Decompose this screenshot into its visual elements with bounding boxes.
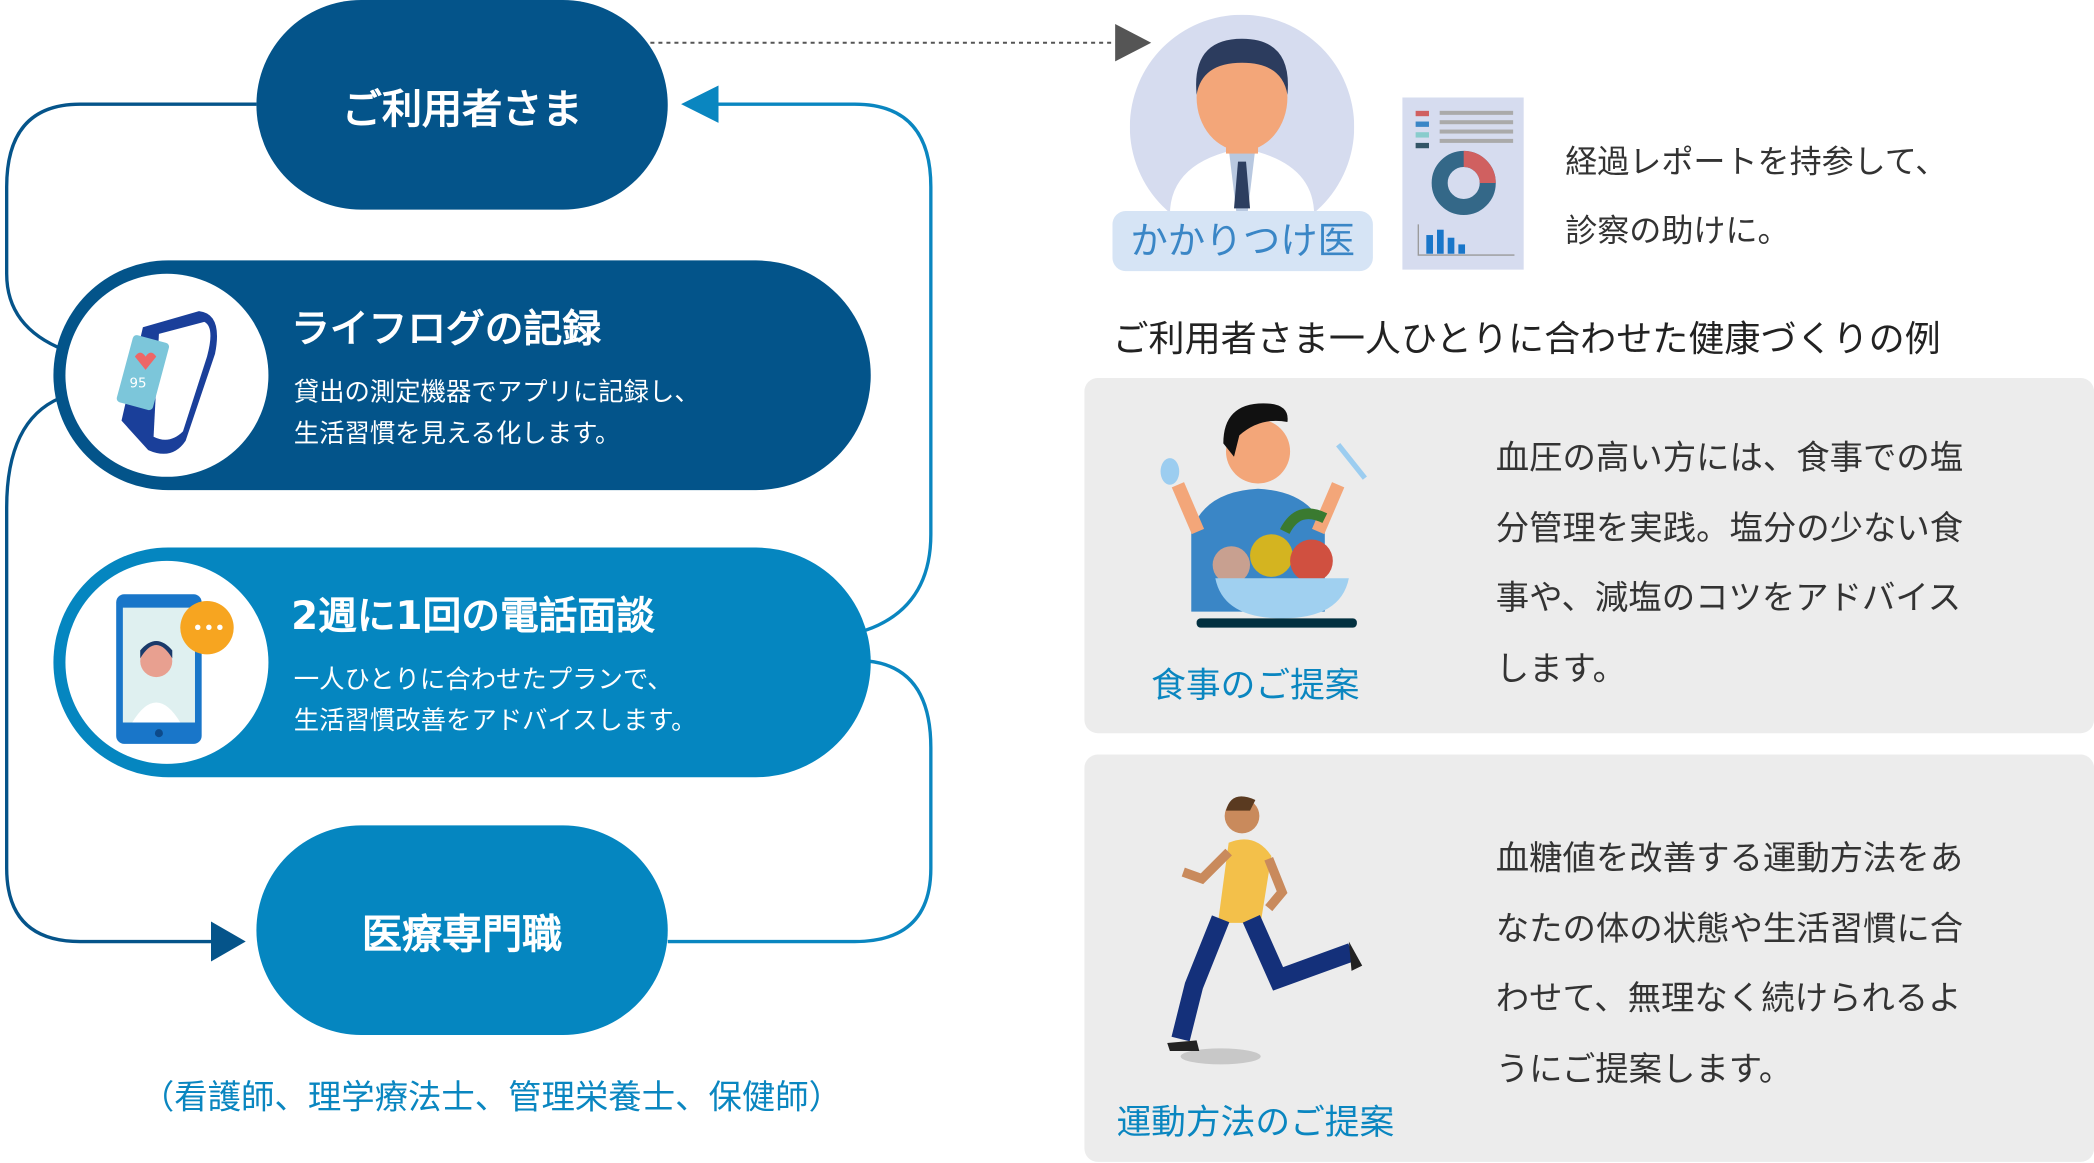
phone-consult-title: 2週に1回の電話面談 bbox=[291, 592, 655, 639]
user-node-label: ご利用者さま bbox=[341, 86, 583, 133]
diet-description: 血圧の高い方には、食事での塩 分管理を実践。塩分の少ない食 事や、減塩のコツをア… bbox=[1496, 423, 1963, 703]
lifelog-description: 貸出の測定機器でアプリに記録し、 生活習慣を見える化します。 bbox=[294, 373, 700, 456]
exercise-line: なたの体の状態や生活習慣に合 bbox=[1495, 908, 1964, 948]
svg-text:•••: ••• bbox=[192, 618, 225, 639]
watch-display: 95 bbox=[130, 376, 147, 391]
report-line: 診察の助けに。 bbox=[1565, 212, 1790, 250]
diet-line: 血圧の高い方には、食事での塩 bbox=[1495, 438, 1964, 477]
professional-node-label: 医療専門職 bbox=[361, 911, 563, 959]
smartwatch-icon: 95 bbox=[65, 273, 269, 477]
phone-line: 一人ひとりに合わせたプランで、 bbox=[293, 665, 673, 695]
smartphone-consult-icon: ••• bbox=[65, 560, 269, 764]
exercise-description: 血糖値を改善する運動方法をあ なたの体の状態や生活習慣に合 わせて、無理なく続け… bbox=[1496, 824, 1963, 1104]
phone-line: 生活習慣改善をアドバイスします。 bbox=[293, 706, 697, 736]
loop-line-left-bottom bbox=[5, 396, 221, 944]
arrow-right-doctor-icon bbox=[1115, 24, 1152, 62]
report-line: 経過レポートを持参して、 bbox=[1565, 142, 1948, 181]
exercise-line: わせて、無理なく続けられるよ bbox=[1495, 978, 1962, 1018]
exercise-line: 血糖値を改善する運動方法をあ bbox=[1495, 838, 1964, 878]
phone-consult-node: ••• 2週に1回の電話面談 一人ひとりに合わせたプランで、 生活習慣改善をアド… bbox=[53, 547, 871, 778]
loop-line-left-top bbox=[5, 102, 257, 352]
diet-line: します。 bbox=[1495, 648, 1626, 688]
diet-label: 食事のご提案 bbox=[1151, 666, 1360, 707]
diet-card: 食事のご提案 血圧の高い方には、食事での塩 分管理を実践。塩分の少ない食 事や、… bbox=[1084, 377, 2094, 734]
lifelog-line: 生活習慣を見える化します。 bbox=[293, 419, 621, 449]
diet-line: 分管理を実践。塩分の少ない食 bbox=[1495, 508, 1964, 547]
phone-consult-description: 一人ひとりに合わせたプランで、 生活習慣改善をアドバイスします。 bbox=[294, 660, 697, 743]
diet-line: 事や、減塩のコツをアドバイス bbox=[1495, 578, 1962, 618]
professional-caption: （看護師、理学療法士、管理栄養士、保健師） bbox=[140, 1077, 843, 1117]
runner-illustration-icon bbox=[1167, 796, 1363, 1065]
lifelog-node: 95 ライフログの記録 貸出の測定機器でアプリに記録し、 生活習慣を見える化しま… bbox=[53, 260, 871, 491]
lifelog-line: 貸出の測定機器でアプリに記録し、 bbox=[293, 377, 700, 408]
professional-node: 医療専門職 bbox=[256, 825, 668, 1036]
examples-heading: ご利用者さま一人ひとりに合わせた健康づくりの例 bbox=[1112, 319, 1941, 361]
doctor-icon bbox=[1129, 14, 1355, 216]
report-description: 経過レポートを持参して、 診察の助けに。 bbox=[1565, 127, 1947, 266]
loop-line-right-bottom bbox=[667, 659, 933, 944]
exercise-card: 運動方法のご提案 血糖値を改善する運動方法をあ なたの体の状態や生活習慣に合 わ… bbox=[1084, 754, 2094, 1162]
loop-line-right-top bbox=[707, 102, 933, 632]
arrow-right-icon bbox=[211, 921, 246, 962]
exercise-line: うにご提案します。 bbox=[1495, 1049, 1793, 1088]
report-icon bbox=[1402, 97, 1524, 270]
lifelog-title: ライフログの記録 bbox=[291, 305, 601, 352]
doctor-label: かかりつけ医 bbox=[1112, 211, 1373, 272]
exercise-label: 運動方法のご提案 bbox=[1116, 1103, 1395, 1144]
diet-illustration-icon bbox=[1160, 403, 1367, 628]
user-node: ご利用者さま bbox=[256, 0, 668, 210]
arrow-left-icon bbox=[681, 85, 719, 123]
